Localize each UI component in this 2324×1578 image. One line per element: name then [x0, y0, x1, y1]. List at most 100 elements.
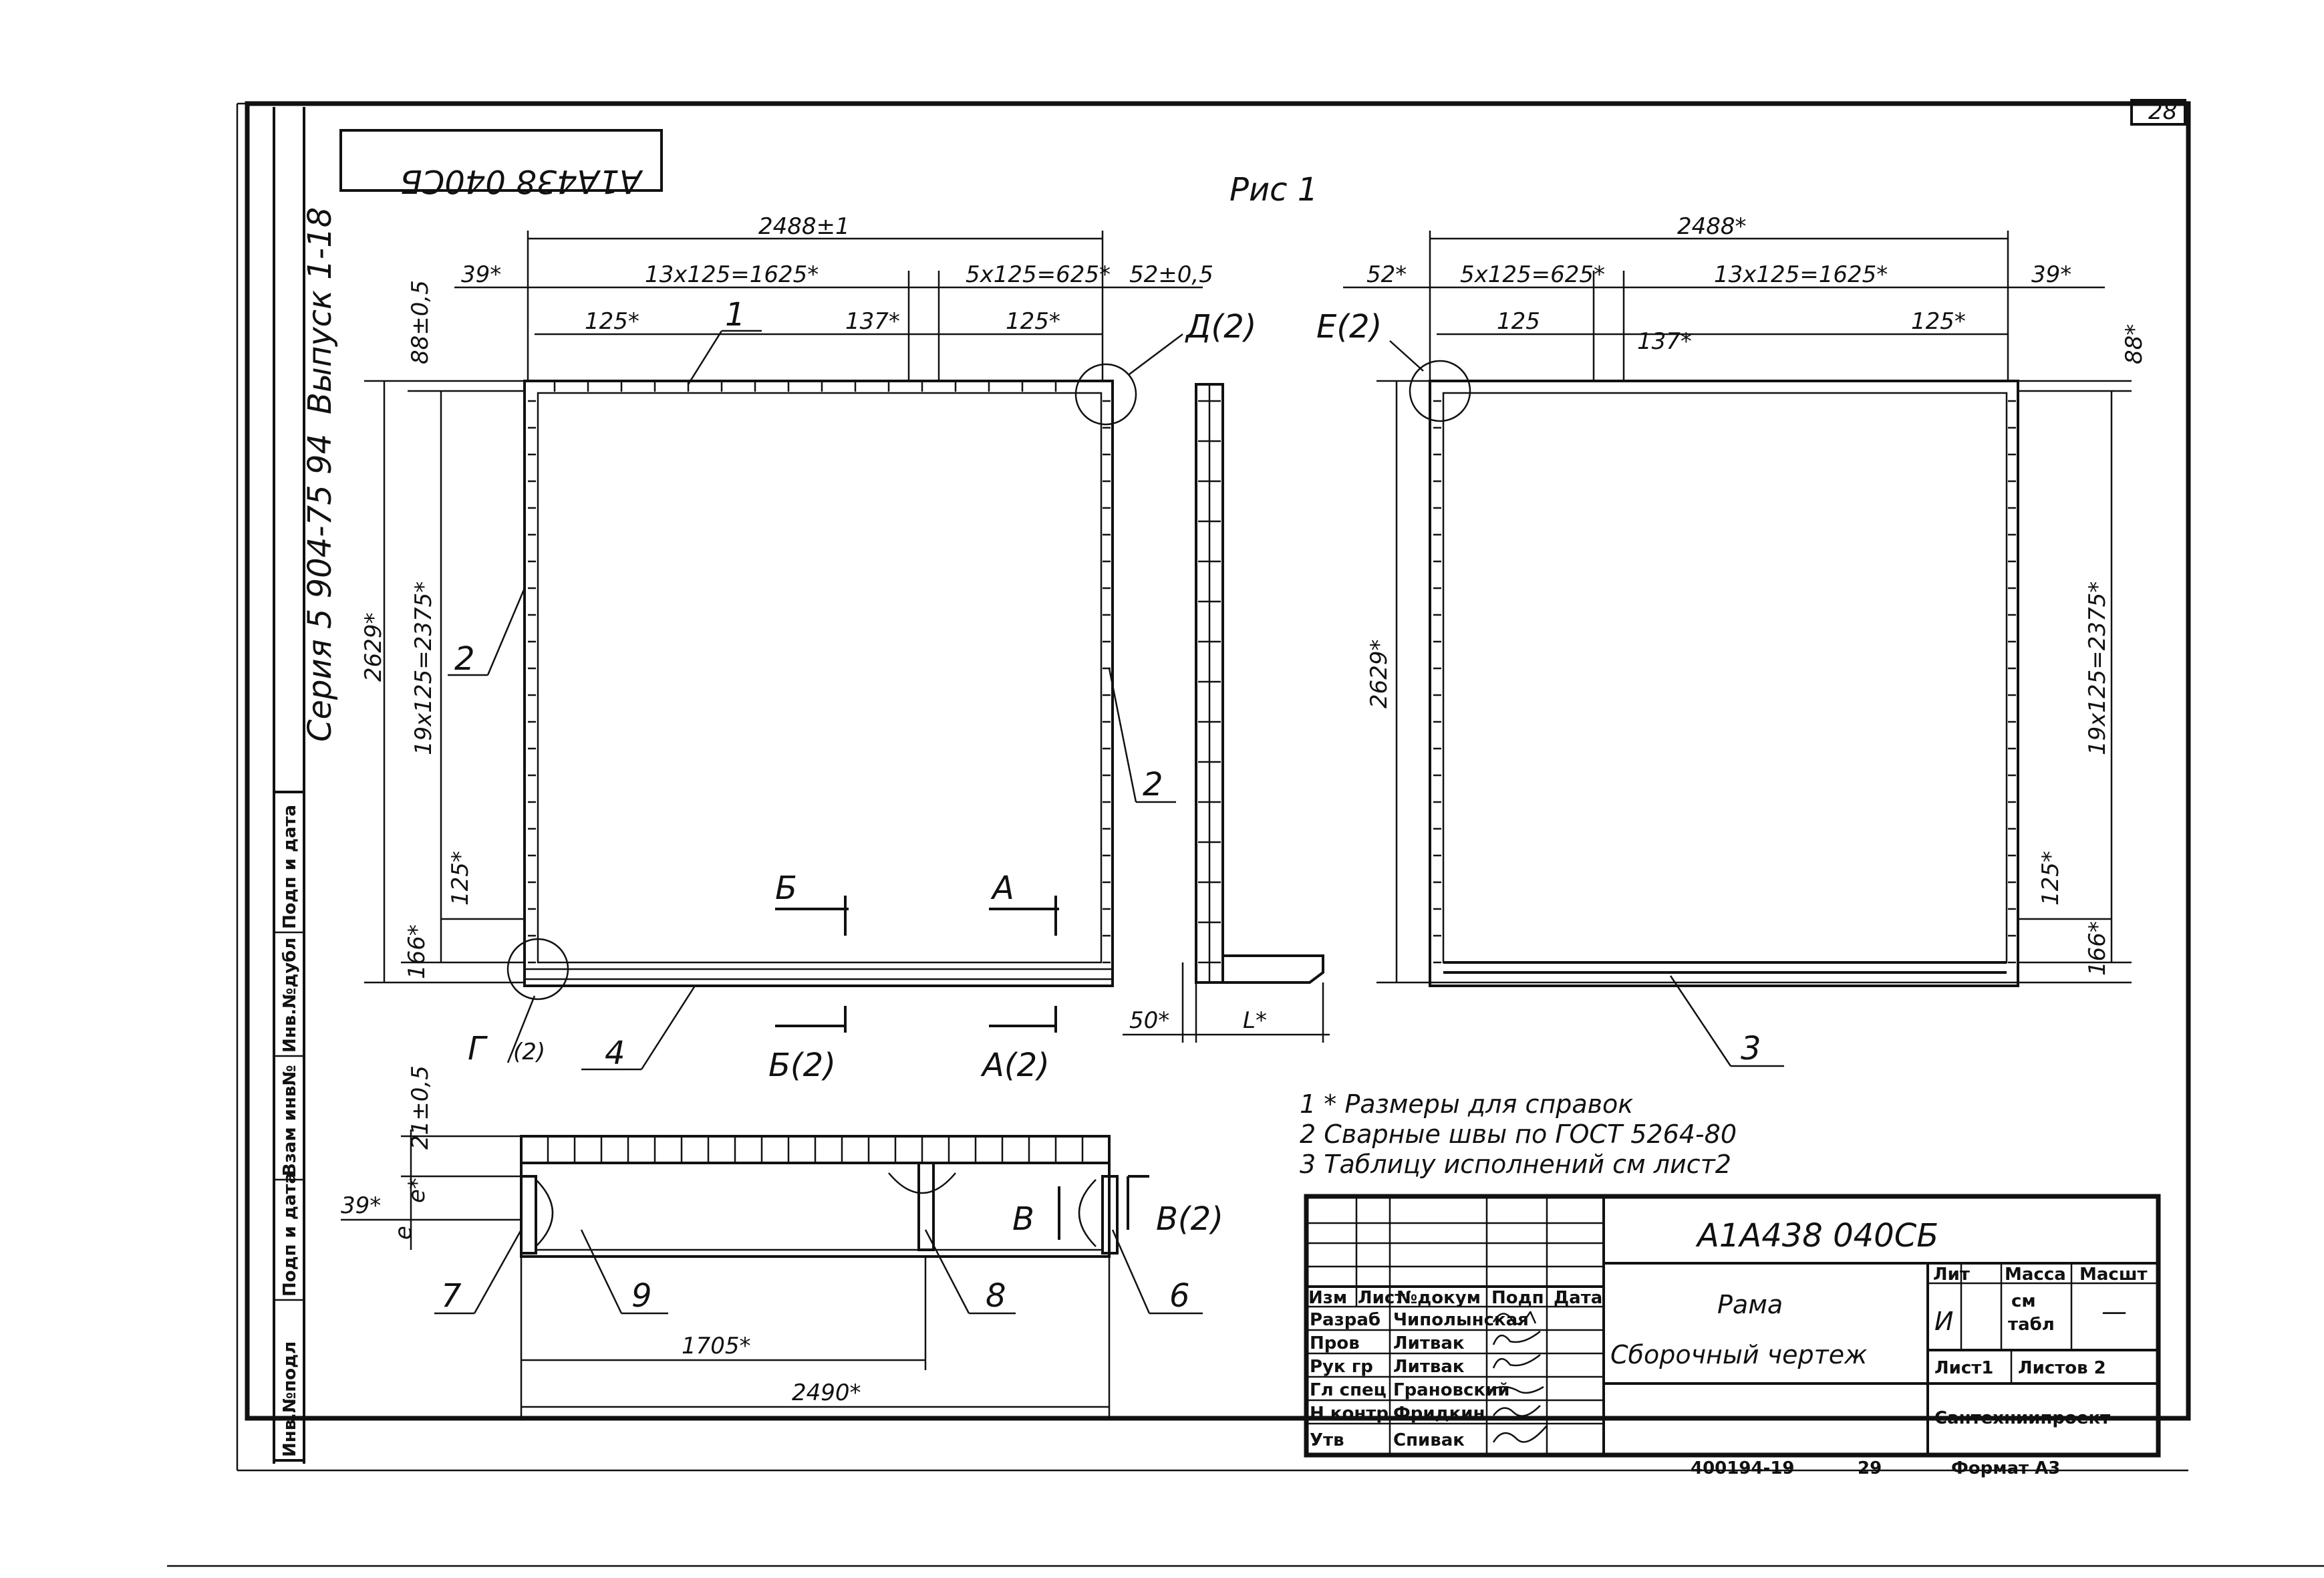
tb-name: Спивак — [1393, 1430, 1465, 1450]
right-post-hatch — [1103, 400, 1111, 964]
tb-massa-value: см — [2011, 1291, 2036, 1311]
tb-doc-number: А1А438 040СБ — [1695, 1217, 1938, 1255]
tb-masht-value: — — [2101, 1297, 2127, 1326]
tb-role: Гл спец — [1310, 1380, 1387, 1400]
b-dim-2490: 2490* — [792, 1379, 861, 1406]
dim-right-offset: 52±0,5 — [1129, 261, 1213, 288]
side-dim-l: L* — [1243, 1007, 1267, 1034]
tb-title: Рама — [1717, 1290, 1783, 1319]
leader-6 — [1111, 1229, 1151, 1314]
right-frame-view: 2488* 52* 5x125=625* 13x125=1625* 39* 12… — [1316, 213, 2148, 1067]
right-frame-inner — [1442, 392, 2008, 964]
signature — [1492, 1425, 1548, 1443]
vdim-top-offset: 88±0,5 — [407, 280, 434, 364]
dim-pitch-mid: 137* — [845, 308, 900, 335]
tb-header-data: Дата — [1554, 1288, 1602, 1308]
bottom-end-right — [1101, 1175, 1119, 1255]
tb-massa-value2: табл — [2008, 1315, 2055, 1335]
leader-7 — [473, 1229, 523, 1314]
right-left-post-hatch — [1433, 400, 1441, 964]
tb-header-list: Лист — [1358, 1288, 1405, 1308]
r-vdim-height-total: 2629* — [1366, 639, 1393, 708]
dim-pitch-right: 125* — [1006, 308, 1060, 335]
left-post-hatch — [528, 400, 536, 964]
vdim-height-span: 19x125=2375* — [410, 581, 437, 755]
leader-8 — [924, 1229, 970, 1314]
bottom-arc-right — [1078, 1179, 1097, 1247]
vdim-bottom-offset: 166* — [404, 924, 430, 979]
left-frame-inner — [537, 392, 1103, 964]
signature — [1492, 1354, 1541, 1369]
r-vdim-bottom-offset: 166* — [2084, 921, 2111, 976]
page-number-box — [2130, 99, 2186, 126]
callout-2-right: 2 — [1143, 766, 1163, 803]
right-frame-outer — [1429, 380, 2019, 987]
figure-title: Рис 1 — [1229, 171, 1318, 209]
section-a-label: А — [990, 870, 1014, 907]
note-2: 2 Сварные швы по ГОСТ 5264-80 — [1300, 1120, 1737, 1149]
tb-header-ndokum: №докум — [1397, 1288, 1481, 1308]
section-b-ref: Б(2) — [768, 1047, 836, 1084]
detail-circle-d — [1074, 363, 1137, 426]
leader-1 — [687, 330, 723, 385]
title-block-frame — [1304, 1194, 2161, 1458]
leader-3 — [1669, 975, 1732, 1067]
left-frame-outer — [523, 380, 1114, 987]
leader-2-right — [1108, 668, 1137, 803]
right-right-post-hatch — [2008, 400, 2016, 964]
margin-field-vzam-inv: Взам инв№ — [280, 1065, 300, 1176]
tb-format: Формат А3 — [1951, 1458, 2060, 1478]
series-label: Серия 5 904-75 94 — [301, 434, 339, 742]
tb-role: Разраб — [1310, 1310, 1381, 1330]
view-v-ref: В(2) — [1156, 1200, 1223, 1238]
callout-8: 8 — [986, 1277, 1006, 1315]
margin-field-podp-data-1: Подп и дата — [280, 1172, 300, 1297]
leader-4 — [640, 985, 696, 1070]
callout-detail-g: Г — [468, 1030, 488, 1067]
vdim-height-total: 2629* — [360, 612, 387, 682]
page-number: 28 — [2148, 98, 2177, 125]
tb-header-podp: Подп — [1491, 1288, 1544, 1308]
callout-detail-d: Д(2) — [1185, 308, 1257, 346]
margin-field-inv-podl: Инв.№подл — [280, 1341, 300, 1457]
margin-field-box — [273, 791, 305, 1462]
tb-massa-label: Масса — [2005, 1265, 2066, 1285]
callout-detail-e: Е(2) — [1316, 308, 1382, 346]
rotated-code-box — [339, 129, 663, 192]
b-dim-top: 21±0,5 — [407, 1065, 434, 1150]
title-block: Изм Лист №докум Подп Дата Разраб Чиполын… — [1304, 1194, 2161, 1478]
b-dim-e: e* — [404, 1178, 430, 1203]
b-dim-1705: 1705* — [682, 1333, 751, 1359]
signature — [1492, 1311, 1537, 1325]
top-beam-hatch — [553, 382, 1057, 392]
issue-label: Выпуск 1-18 — [301, 207, 339, 414]
dim-left-offset: 39* — [461, 261, 501, 288]
side-post-hatch — [1198, 400, 1221, 964]
tb-lit-value: И — [1934, 1307, 1953, 1336]
signature — [1489, 1386, 1544, 1394]
tb-subtitle: Сборочный чертеж — [1610, 1340, 1867, 1369]
tb-name: Чиполынская — [1393, 1310, 1529, 1330]
b-dim-e2: e — [390, 1226, 417, 1240]
tb-role: Рук гр — [1310, 1357, 1373, 1377]
r-dim-overall-width: 2488* — [1677, 213, 1747, 240]
section-b-label: Б — [775, 870, 797, 907]
tb-lit-label: Лит — [1933, 1265, 1970, 1285]
tb-sheets-label: Листов 2 — [2018, 1358, 2106, 1378]
leader-d — [1129, 334, 1183, 375]
bottom-arc-left — [535, 1179, 554, 1247]
tb-masht-label: Масшт — [2079, 1265, 2148, 1285]
r-dim-span-5: 5x125=625* — [1460, 261, 1605, 288]
dim-overall-width: 2488±1 — [758, 213, 850, 240]
callout-4: 4 — [605, 1035, 625, 1072]
note-3: 3 Таблицу исполнений см лист2 — [1300, 1150, 1731, 1179]
rotated-doc-code: А1А438 040СБ — [400, 162, 643, 200]
callout-detail-g-sheet: (2) — [513, 1039, 545, 1065]
callout-7: 7 — [441, 1277, 462, 1315]
tb-name: Грановский — [1393, 1380, 1510, 1400]
detail-circle-g — [506, 938, 569, 1001]
bottom-top-rail-hatch — [547, 1138, 1084, 1162]
tb-organization: Сантехниипроект — [1934, 1408, 2110, 1428]
dim-span-13: 13x125=1625* — [645, 261, 819, 288]
